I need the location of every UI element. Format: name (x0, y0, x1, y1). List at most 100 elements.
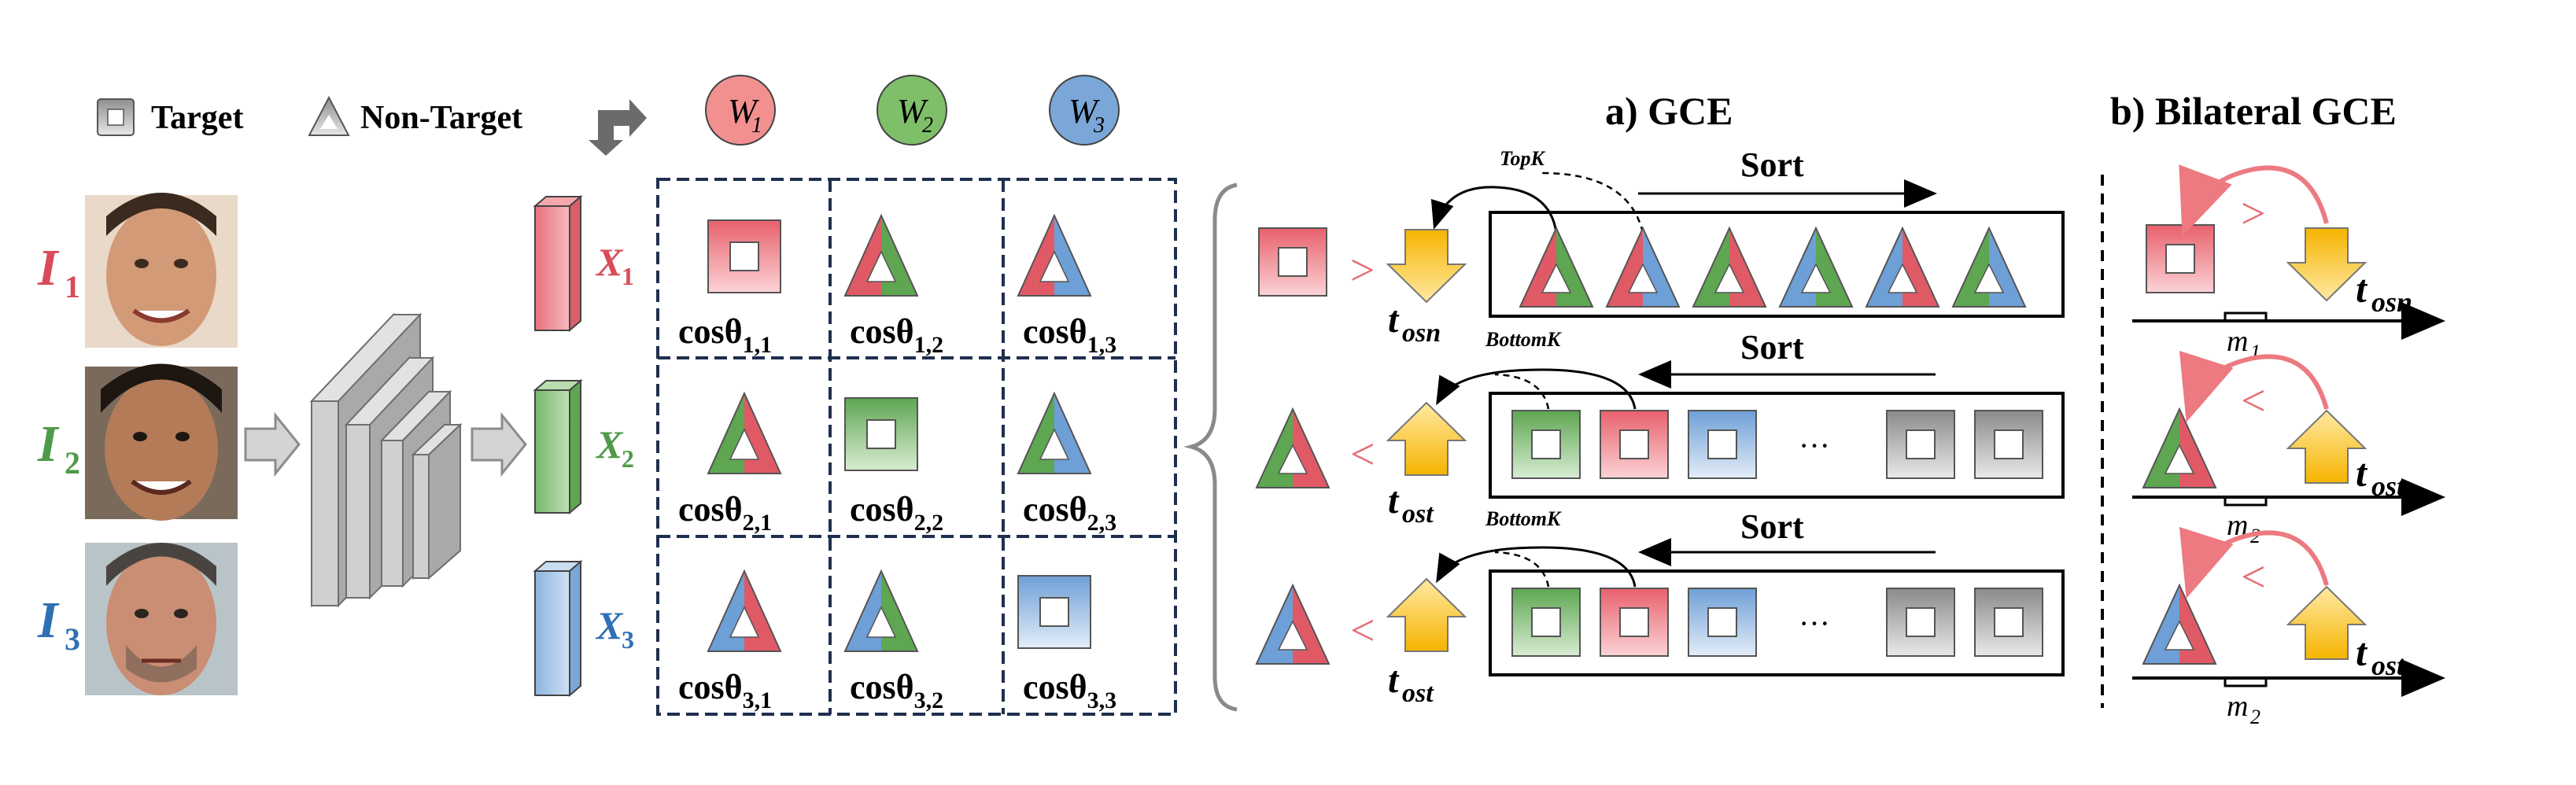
threshold-up-arrow-icon (2286, 585, 2367, 660)
threshold-down-arrow-icon (2286, 227, 2367, 302)
threshold-up-arrow-icon (2286, 409, 2367, 484)
svg-text:osn: osn (2371, 286, 2412, 318)
svg-text:1: 1 (751, 113, 762, 138)
threshold-up-arrow-icon (1386, 577, 1467, 652)
bilateral-gce-title: b) Bilateral GCE (2110, 89, 2397, 133)
face-image-3 (85, 543, 238, 695)
turn-arrow-icon (589, 99, 647, 156)
matrix-cell-2-1 (707, 391, 782, 474)
target-legend-label: Target (151, 100, 243, 136)
output-arrow-icon (471, 411, 527, 477)
gce-row3-threshold: t (1388, 659, 1400, 701)
target-legend-icon (97, 98, 135, 136)
feature-vectors: X 1 X 2 X 3 (533, 194, 634, 698)
gce-panel: a) GCE > t osn Sort TopK (1255, 89, 2065, 708)
gce-row2-k-label: BottomK (1485, 328, 1562, 351)
gce-row2-compare: < (1350, 430, 1375, 479)
weight-w1: W 1 (705, 75, 776, 146)
curly-brace (1183, 182, 1238, 712)
feature-x2 (533, 378, 583, 515)
matrix-label-2-2: cosθ2,2 (850, 490, 943, 536)
feature-x3 (533, 559, 583, 698)
bilateral-row3-margin: m (2227, 690, 2248, 723)
feature-x1 (533, 194, 583, 333)
face-image-1 (85, 193, 238, 348)
gce-row2-sorted-box (1489, 392, 2065, 499)
gce-row2-ellipsis: ··· (1799, 428, 1830, 463)
gce-row-3: < t ost Sort BottomK ··· (1255, 507, 2065, 708)
gce-row3-non-target-triangle (1255, 583, 1330, 665)
threshold-up-arrow-icon (1386, 401, 1467, 476)
svg-text:W: W (1068, 92, 1100, 131)
matrix-cell-3-2 (843, 569, 919, 652)
bilateral-row-2: < t ost m 2 (2132, 350, 2445, 547)
matrix-cell-1-2 (843, 213, 919, 297)
input-label-i2: I (37, 415, 60, 473)
matrix-cell-1-3 (1017, 213, 1092, 297)
gce-row1-sort-label: Sort (1740, 146, 1804, 184)
svg-text:ost: ost (2371, 470, 2405, 502)
matrix-cell-2-2 (844, 397, 918, 471)
svg-text:2: 2 (2250, 706, 2260, 728)
gce-row2-items: ··· (1511, 410, 2043, 479)
matrix-label-1-2: cosθ1,2 (850, 312, 943, 358)
matrix-cell-2-3 (1017, 391, 1092, 474)
bilateral-row1-threshold: t (2356, 267, 2368, 311)
bilateral-row2-threshold: t (2356, 451, 2368, 495)
svg-text:2: 2 (622, 444, 634, 473)
backbone-network (244, 312, 527, 608)
gce-row1-sorted-box (1489, 211, 2065, 318)
non-target-legend-icon (308, 95, 350, 136)
gce-row3-sorted-box (1489, 569, 2065, 676)
gce-row3-compare: < (1350, 606, 1375, 655)
gce-row1-threshold: t (1388, 299, 1400, 341)
matrix-cell-1-1 (707, 219, 781, 293)
gce-row1-items (1519, 226, 2027, 308)
gce-title: a) GCE (1605, 89, 1733, 133)
svg-text:W: W (728, 92, 759, 131)
svg-text:3: 3 (65, 621, 80, 657)
threshold-down-arrow-icon (1386, 229, 1467, 304)
gce-row3-ellipsis: ··· (1799, 606, 1830, 641)
gce-row3-items: ··· (1511, 588, 2043, 657)
input-images: I 1 I 2 I 3 (37, 193, 238, 695)
feature-label-x2: X (595, 422, 624, 466)
face-image-2 (85, 363, 238, 521)
gce-row2-threshold: t (1388, 480, 1400, 521)
matrix-label-1-1: cosθ1,1 (678, 312, 772, 358)
svg-text:ost: ost (1402, 499, 1434, 529)
svg-text:3: 3 (1093, 113, 1105, 138)
input-arrow-icon (244, 411, 301, 477)
svg-text:W: W (897, 92, 928, 131)
svg-text:osn: osn (1402, 319, 1441, 348)
cnn-layers (309, 312, 463, 608)
weight-w3: W 3 (1049, 75, 1120, 146)
matrix-label-2-3: cosθ2,3 (1023, 490, 1116, 536)
matrix-label-3-2: cosθ3,2 (850, 668, 943, 713)
svg-text:ost: ost (1402, 679, 1434, 708)
svg-text:2: 2 (65, 445, 80, 481)
bilateral-row3-threshold: t (2356, 630, 2368, 674)
feature-label-x3: X (595, 603, 624, 647)
input-label-i1: I (37, 239, 60, 297)
matrix-label-2-1: cosθ2,1 (678, 490, 772, 536)
matrix-label-3-1: cosθ3,1 (678, 668, 772, 713)
bilateral-row1-margin: m (2227, 325, 2248, 358)
svg-text:ost: ost (2371, 650, 2405, 681)
weight-w2: W 2 (877, 75, 947, 146)
bilateral-row3-compare: < (2241, 553, 2266, 602)
gce-row1-k-label: TopK (1500, 147, 1545, 170)
matrix-label-1-3: cosθ1,3 (1023, 312, 1116, 358)
gce-row1-compare: > (1350, 246, 1375, 295)
gce-row2-non-target-triangle (1255, 407, 1330, 488)
matrix-cell-3-1 (707, 569, 782, 652)
bilateral-row-3: < t ost m 2 (2132, 526, 2445, 728)
bilateral-row1-compare: > (2241, 190, 2266, 238)
gce-row3-sort-label: Sort (1740, 507, 1804, 546)
gce-row-2: < t ost Sort BottomK ··· (1255, 328, 2065, 529)
svg-text:1: 1 (622, 262, 634, 290)
gce-row2-sort-label: Sort (1740, 328, 1804, 367)
matrix-label-3-3: cosθ3,3 (1023, 668, 1116, 713)
feature-label-x1: X (595, 240, 624, 284)
